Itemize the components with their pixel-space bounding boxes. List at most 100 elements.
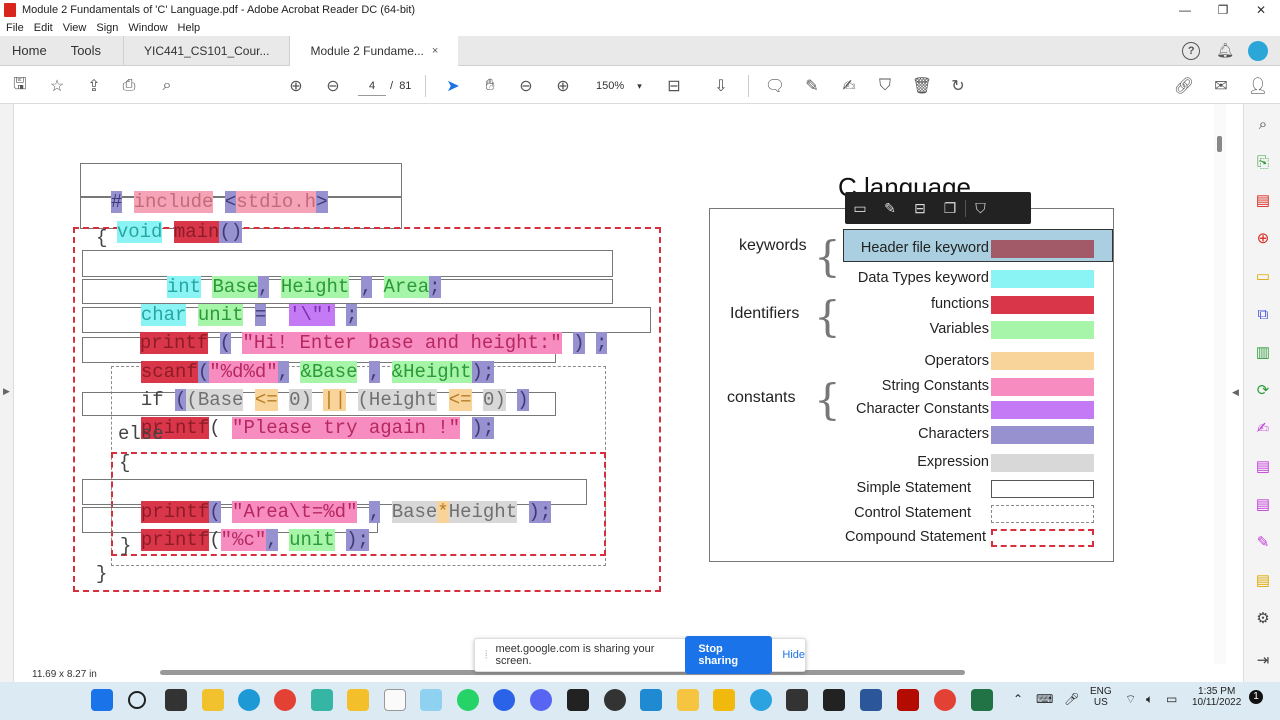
menu-window[interactable]: Window: [128, 22, 168, 34]
more-tools-icon[interactable]: ⚙︎: [1256, 610, 1270, 627]
link-icon[interactable]: 🔗︎: [1173, 78, 1195, 95]
word-icon[interactable]: [860, 689, 882, 711]
comment-icon[interactable]: ▭: [853, 199, 867, 216]
tray-overflow-icon[interactable]: ⌃: [1013, 692, 1024, 706]
stop-sharing-button[interactable]: Stop sharing: [685, 636, 773, 674]
clock[interactable]: 1:35 PM 10/11/2022: [1192, 686, 1241, 708]
sign-icon[interactable]: ✍︎: [842, 78, 856, 95]
scrollbar-thumb[interactable]: [1217, 136, 1222, 152]
binance-icon[interactable]: [713, 689, 735, 711]
stamp-icon[interactable]: ⛉: [965, 199, 995, 217]
obs-icon[interactable]: [604, 689, 626, 711]
edit-pdf-icon[interactable]: ⊕: [1256, 230, 1270, 247]
sign-tool-icon[interactable]: ✎: [1256, 534, 1270, 551]
left-panel-toggle[interactable]: ▶: [0, 104, 14, 682]
collapse-panel-icon[interactable]: ⇥: [1256, 652, 1270, 669]
copy-icon[interactable]: ❐: [943, 199, 957, 216]
menu-sign[interactable]: Sign: [96, 22, 119, 34]
notification-badge[interactable]: 1: [1249, 690, 1263, 704]
wifi-icon[interactable]: ⌔: [1125, 692, 1137, 706]
keyboard-icon[interactable]: ⌨︎: [1036, 692, 1054, 706]
vertical-scrollbar[interactable]: [1214, 104, 1226, 664]
zoom-select[interactable]: 150% ▾: [596, 76, 644, 96]
file-explorer-icon[interactable]: [202, 689, 224, 711]
app-icon[interactable]: [823, 689, 845, 711]
redo-icon[interactable]: ↻: [951, 78, 965, 95]
menu-help[interactable]: Help: [177, 22, 201, 34]
comment-icon[interactable]: 🗨︎: [764, 78, 786, 95]
app-icon[interactable]: [493, 689, 515, 711]
menu-file[interactable]: File: [6, 22, 24, 34]
task-view-icon[interactable]: [165, 689, 187, 711]
chrome-icon[interactable]: [934, 689, 956, 711]
mail-icon[interactable]: ✉: [1214, 78, 1228, 95]
battery-icon[interactable]: ▭: [1166, 692, 1178, 706]
search-icon[interactable]: ⌕: [162, 77, 172, 94]
vscode-icon[interactable]: [640, 689, 662, 711]
star-icon[interactable]: ☆: [49, 78, 65, 95]
bell-icon[interactable]: 🔔︎: [1216, 42, 1234, 58]
vlc-icon[interactable]: [347, 689, 369, 711]
close-window-button[interactable]: ✕: [1255, 3, 1267, 17]
save-icon[interactable]: 🖫: [13, 75, 27, 93]
notepad-icon[interactable]: [384, 689, 406, 711]
print-icon[interactable]: ⎙: [122, 77, 136, 94]
page-number-input[interactable]: 4: [358, 76, 386, 96]
menu-view[interactable]: View: [62, 22, 87, 34]
maximize-button[interactable]: ❐: [1217, 3, 1229, 17]
avatar[interactable]: [1248, 40, 1268, 61]
app-icon[interactable]: [311, 689, 333, 711]
highlight-pen-icon[interactable]: ✎: [805, 78, 819, 95]
compress-icon[interactable]: ⟳: [1256, 382, 1270, 399]
cursor-arrow-icon[interactable]: ➤: [446, 78, 460, 95]
volume-icon[interactable]: 🔈︎: [1146, 692, 1154, 706]
search-icon[interactable]: [128, 691, 146, 709]
help-icon[interactable]: ?: [1182, 41, 1201, 60]
highlight-icon[interactable]: ✎: [884, 199, 896, 216]
zoom-in-icon[interactable]: ⊕: [556, 78, 570, 95]
tab-close-icon[interactable]: ×: [431, 44, 439, 57]
windows-start-icon[interactable]: [91, 689, 113, 711]
send-review-icon[interactable]: ▤: [1255, 572, 1271, 589]
nav-home[interactable]: Home: [12, 43, 47, 58]
menu-edit[interactable]: Edit: [33, 22, 53, 34]
whatsapp-icon[interactable]: [457, 689, 479, 711]
scroll-mode-icon[interactable]: ⇩: [714, 78, 728, 95]
microphone-icon[interactable]: 🎤︎: [1064, 692, 1080, 706]
chrome-icon[interactable]: [274, 689, 296, 711]
tab-course-doc[interactable]: YIC441_CS101_Cour...: [123, 35, 289, 66]
hand-tool-icon[interactable]: ✋︎: [485, 77, 495, 94]
organize-pages-icon[interactable]: ▥: [1255, 344, 1271, 361]
excel-icon[interactable]: [971, 689, 993, 711]
add-user-icon[interactable]: 👤︎: [1247, 78, 1269, 95]
video-editor-icon[interactable]: [786, 689, 808, 711]
terminal-icon[interactable]: [567, 689, 589, 711]
app-icon[interactable]: [677, 689, 699, 711]
create-pdf-icon[interactable]: ▤: [1255, 192, 1271, 209]
page-down-icon[interactable]: ⊖: [326, 78, 340, 95]
stamp-icon[interactable]: ⛉: [878, 77, 891, 94]
drag-handle-icon[interactable]: ⦙: [485, 648, 488, 661]
chevron-left-icon[interactable]: ◀: [1232, 387, 1239, 397]
nav-tools[interactable]: Tools: [70, 43, 102, 58]
acrobat-icon[interactable]: [897, 689, 919, 711]
strikethrough-icon[interactable]: ⊟: [914, 199, 926, 216]
zoom-search-icon[interactable]: ⌕: [1258, 115, 1268, 133]
trash-icon[interactable]: 🗑︎: [911, 78, 933, 95]
fill-sign-icon[interactable]: ✍︎: [1256, 420, 1270, 437]
app-icon[interactable]: [420, 689, 442, 711]
hide-button[interactable]: Hide: [782, 649, 805, 661]
edge-icon[interactable]: [238, 689, 260, 711]
telegram-icon[interactable]: [750, 689, 772, 711]
horizontal-scrollbar[interactable]: [160, 670, 965, 675]
combine-files-icon[interactable]: ⧉: [1257, 305, 1269, 323]
zoom-out-icon[interactable]: ⊖: [519, 78, 533, 95]
tab-module-2[interactable]: Module 2 Fundame... ×: [289, 35, 459, 66]
language-indicator[interactable]: ENG US: [1090, 686, 1112, 708]
page-up-icon[interactable]: ⊕: [289, 78, 303, 95]
cloud-upload-icon[interactable]: ⇪: [87, 78, 101, 95]
page-layout-icon[interactable]: ⊟: [667, 78, 681, 95]
export-pdf-icon[interactable]: ⎘: [1256, 153, 1269, 171]
redact-icon[interactable]: ▤: [1255, 496, 1271, 513]
discord-icon[interactable]: [530, 689, 552, 711]
